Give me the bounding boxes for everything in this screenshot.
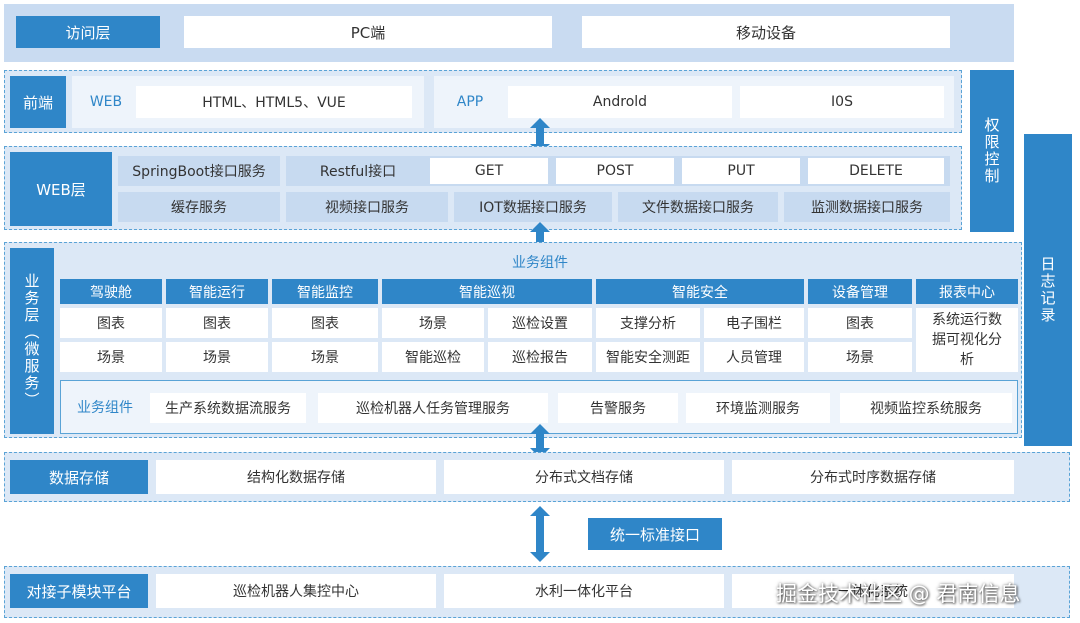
frontend-web-items: HTML、HTML5、VUE (136, 86, 412, 118)
web-cache: 缓存服务 (118, 192, 280, 222)
web-delete: DELETE (808, 158, 944, 184)
cell-safety-distance: 智能安全测距 (596, 342, 700, 372)
header-cockpit: 驾驶舱 (60, 279, 162, 304)
component-robot-task: 巡检机器人任务管理服务 (318, 393, 548, 423)
web-iot: IOT数据接口服务 (454, 192, 612, 222)
header-smart-operation: 智能运行 (166, 279, 268, 304)
web-put: PUT (682, 158, 800, 184)
web-post: POST (556, 158, 674, 184)
components-label: 业务组件 (77, 400, 133, 416)
header-smart-monitor: 智能监控 (272, 279, 378, 304)
access-pc: PC端 (184, 16, 552, 48)
frontend-ios: I0S (740, 86, 944, 118)
cell-operation-scene: 场景 (166, 342, 268, 372)
web-monitor: 监测数据接口服务 (784, 192, 950, 222)
frontend-label: 前端 (10, 76, 66, 128)
web-video: 视频接口服务 (286, 192, 448, 222)
cell-patrol-scene: 场景 (382, 308, 484, 338)
frontend-app-tag: APP (456, 94, 484, 110)
component-video-monitor: 视频监控系统服务 (840, 393, 1012, 423)
arrow-storage-platform (530, 506, 550, 562)
cell-cockpit-chart: 图表 (60, 308, 162, 338)
header-report-center: 报表中心 (916, 279, 1018, 304)
web-springboot: SpringBoot接口服务 (118, 156, 280, 186)
permission-control-bar: 权限控制 (970, 70, 1014, 232)
web-restful: Restful接口 (319, 164, 397, 180)
cell-monitor-chart: 图表 (272, 308, 378, 338)
cell-patrol-report: 巡检报告 (488, 342, 592, 372)
cell-cockpit-scene: 场景 (60, 342, 162, 372)
cell-safety-personnel: 人员管理 (704, 342, 804, 372)
storage-document: 分布式文档存储 (444, 460, 724, 494)
component-environment: 环境监测服务 (686, 393, 830, 423)
cell-safety-fence: 电子围栏 (704, 308, 804, 338)
header-smart-patrol: 智能巡视 (382, 279, 592, 304)
web-get: GET (430, 158, 548, 184)
web-file: 文件数据接口服务 (618, 192, 778, 222)
watermark: 掘金技术社区 @ 君南信息 (776, 582, 1021, 606)
cell-safety-analysis: 支撑分析 (596, 308, 700, 338)
business-title: 业务组件 (512, 255, 568, 271)
web-layer-label: WEB层 (10, 152, 112, 226)
cell-monitor-scene: 场景 (272, 342, 378, 372)
access-layer-label: 访问层 (16, 16, 160, 48)
platform-robot-center: 巡检机器人集控中心 (156, 574, 436, 608)
component-production-flow: 生产系统数据流服务 (150, 393, 306, 423)
storage-label: 数据存储 (10, 460, 148, 494)
cell-device-scene: 场景 (808, 342, 912, 372)
cell-report-visualization: 系统运行数据可视化分析 (916, 308, 1018, 372)
header-device-mgmt: 设备管理 (808, 279, 912, 304)
platform-label: 对接子模块平台 (10, 574, 148, 608)
component-alarm: 告警服务 (558, 393, 678, 423)
frontend-android: Androld (508, 86, 732, 118)
platform-integrated: 一体化系统 (732, 574, 1014, 608)
cell-patrol-smart: 智能巡检 (382, 342, 484, 372)
storage-structured: 结构化数据存储 (156, 460, 436, 494)
cell-patrol-setting: 巡检设置 (488, 308, 592, 338)
cell-operation-chart: 图表 (166, 308, 268, 338)
storage-timeseries: 分布式时序数据存储 (732, 460, 1014, 494)
log-record-bar: 日志记录 (1024, 134, 1072, 446)
business-layer-label: 业务层（微服务） (10, 248, 54, 434)
unified-interface: 统一标准接口 (588, 518, 722, 550)
header-smart-safety: 智能安全 (596, 279, 804, 304)
cell-device-chart: 图表 (808, 308, 912, 338)
access-mobile: 移动设备 (582, 16, 950, 48)
frontend-web-tag: WEB (89, 94, 123, 110)
platform-water: 水利一体化平台 (444, 574, 724, 608)
